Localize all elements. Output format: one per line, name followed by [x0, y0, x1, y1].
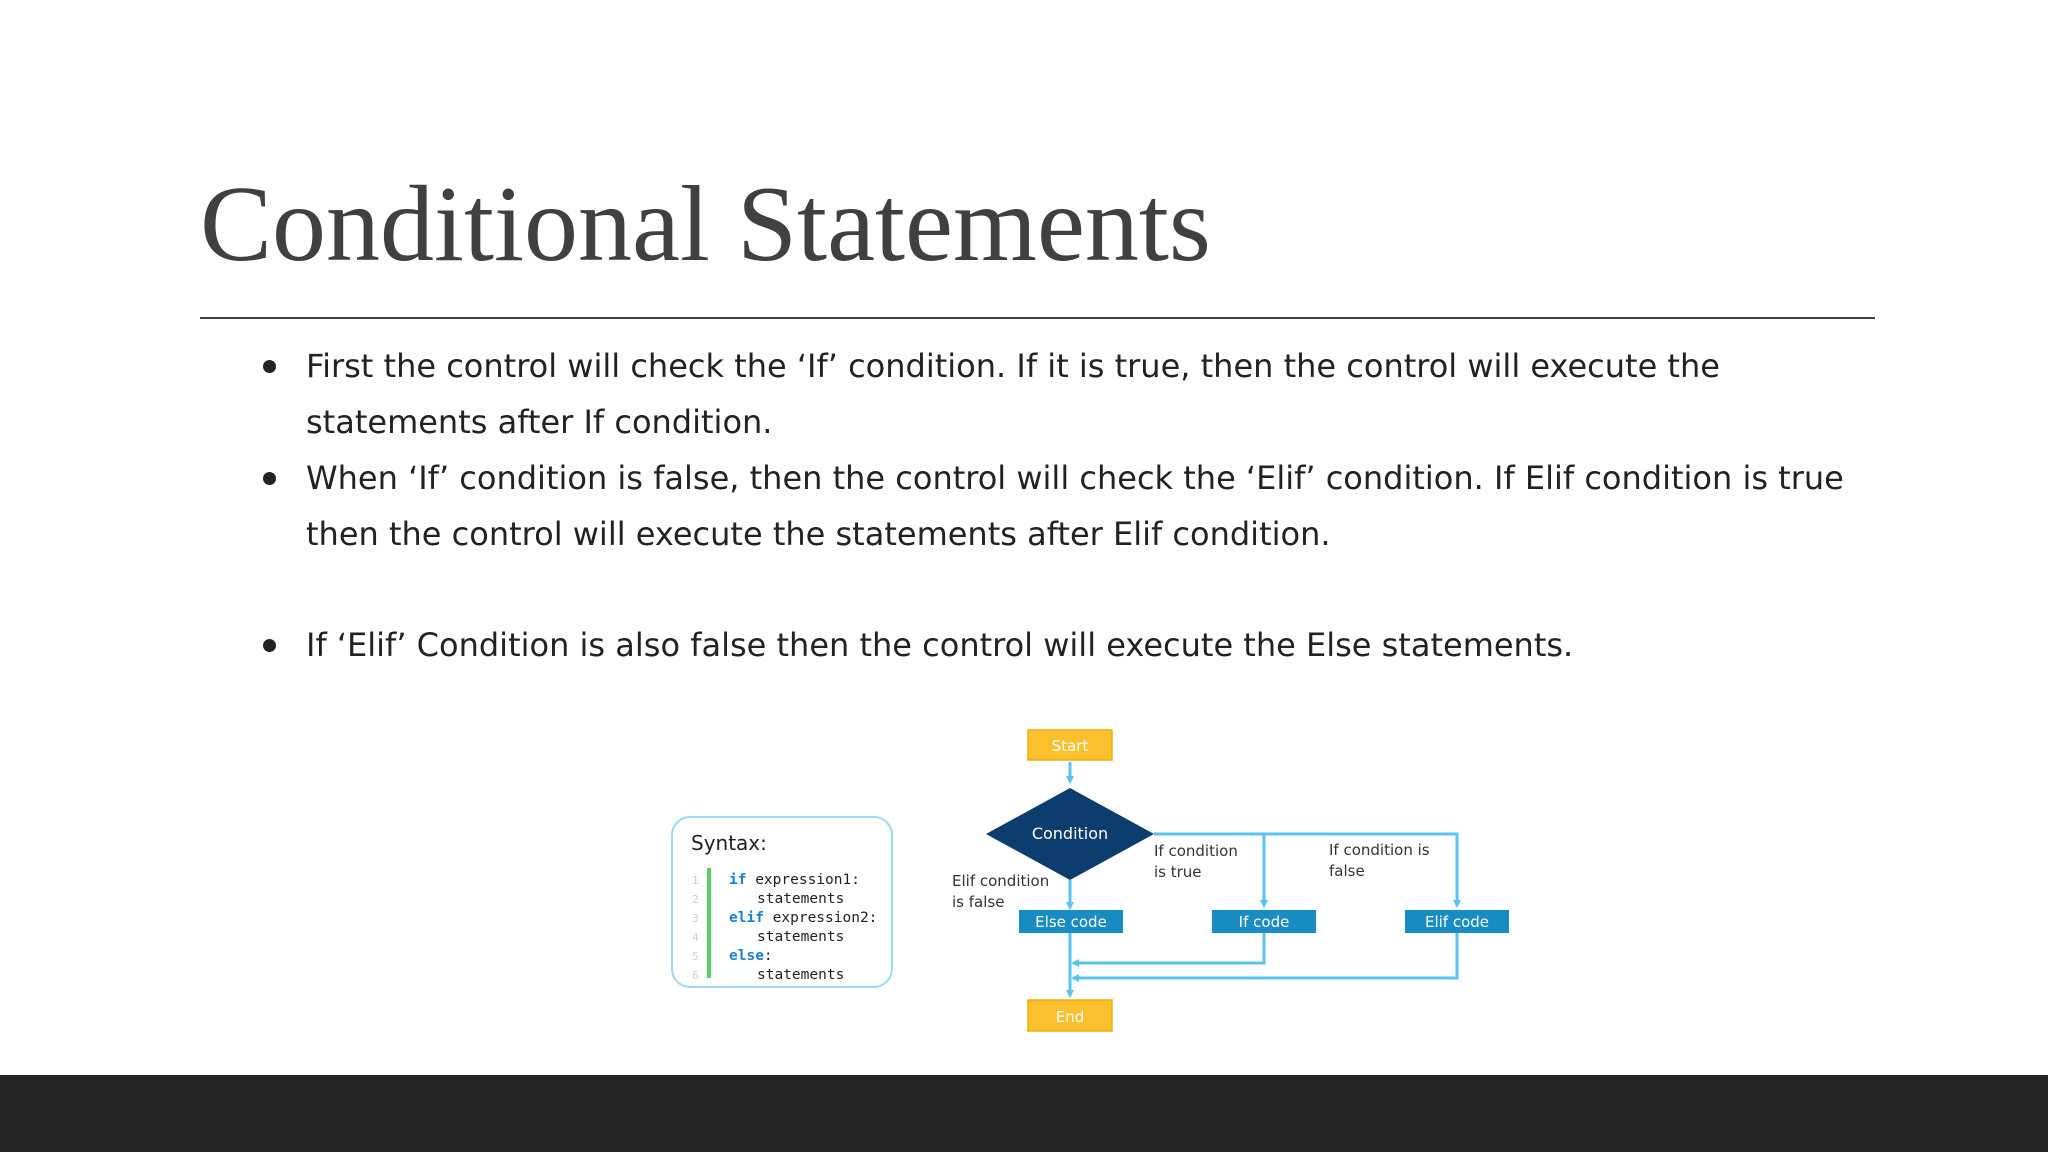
start-node: Start — [1027, 729, 1113, 761]
code-line: elif expression2: — [729, 910, 877, 926]
bullet-item: When ‘If’ condition is false, then the c… — [250, 450, 1890, 562]
if-code-label: If code — [1239, 913, 1290, 931]
syntax-box: Syntax: 1 2 3 4 5 6 if expression1: stat… — [671, 816, 893, 988]
if-true-label: If condition — [1154, 842, 1238, 860]
if-to-end-arrow — [1071, 933, 1266, 967]
line-number: 3 — [692, 912, 699, 925]
elif-code-label: Elif code — [1425, 913, 1489, 931]
bullet-list: First the control will check the ‘If’ co… — [250, 338, 1890, 673]
elif-code-shape — [1405, 910, 1509, 933]
code-line: else: — [729, 948, 773, 964]
condition-node: Condition — [986, 788, 1154, 880]
if-true-label: is true — [1154, 863, 1202, 881]
bullet-dot-icon — [263, 472, 276, 485]
bullet-text: First the control will check the ‘If’ co… — [306, 347, 1720, 441]
if-code-node: If code — [1212, 910, 1316, 933]
code-text: expression2: — [764, 910, 878, 926]
line-number: 6 — [692, 969, 699, 982]
end-node: End — [1027, 999, 1113, 1032]
title-divider — [200, 317, 1875, 319]
code-gutter-bar — [707, 868, 711, 978]
bullet-text: When ‘If’ condition is false, then the c… — [306, 459, 1844, 553]
bullet-text: If ‘Elif’ Condition is also false then t… — [306, 626, 1574, 664]
if-false-label: false — [1329, 862, 1365, 880]
code-text: expression1: — [746, 872, 860, 888]
syntax-heading: Syntax: — [691, 831, 767, 855]
code-line: statements — [757, 891, 844, 907]
line-number: 1 — [692, 874, 699, 887]
condition-diamond — [986, 788, 1154, 880]
bullet-item: If ‘Elif’ Condition is also false then t… — [250, 617, 1890, 673]
bullet-dot-icon — [263, 639, 276, 652]
elif-to-end-arrow — [1071, 933, 1459, 982]
if-code-shape — [1212, 910, 1316, 933]
line-number: 2 — [692, 893, 699, 906]
code-keyword: else — [729, 948, 764, 964]
code-line: statements — [757, 967, 844, 983]
condition-to-elif-arrow — [1264, 832, 1461, 908]
if-false-label: If condition is — [1329, 841, 1430, 859]
bullet-dot-icon — [263, 360, 276, 373]
code-keyword: if — [729, 872, 746, 888]
elif-code-node: Elif code — [1405, 910, 1509, 933]
bottom-bar — [0, 1075, 2048, 1152]
line-number: 4 — [692, 931, 699, 944]
line-number: 5 — [692, 950, 699, 963]
flowchart-connectors — [1066, 762, 1461, 998]
slide-title: Conditional Statements — [200, 165, 1211, 284]
code-text: : — [764, 948, 773, 964]
end-shape — [1027, 999, 1113, 1032]
code-line: if expression1: — [729, 872, 860, 888]
syntax-box-frame — [671, 816, 893, 988]
elif-false-label: Elif condition — [952, 872, 1049, 890]
code-line: statements — [757, 929, 844, 945]
else-code-node: Else code — [1019, 910, 1123, 933]
start-shape — [1027, 729, 1113, 761]
code-keyword: elif — [729, 910, 764, 926]
elif-false-label: is false — [952, 893, 1004, 911]
condition-label: Condition — [1032, 824, 1108, 843]
conditional-flowchart-figure: Syntax: 1 2 3 4 5 6 if expression1: stat… — [671, 729, 1509, 1032]
end-label: End — [1056, 1008, 1085, 1026]
bullet-item: First the control will check the ‘If’ co… — [250, 338, 1890, 450]
start-label: Start — [1052, 737, 1089, 755]
else-code-label: Else code — [1035, 913, 1107, 931]
else-code-shape — [1019, 910, 1123, 933]
